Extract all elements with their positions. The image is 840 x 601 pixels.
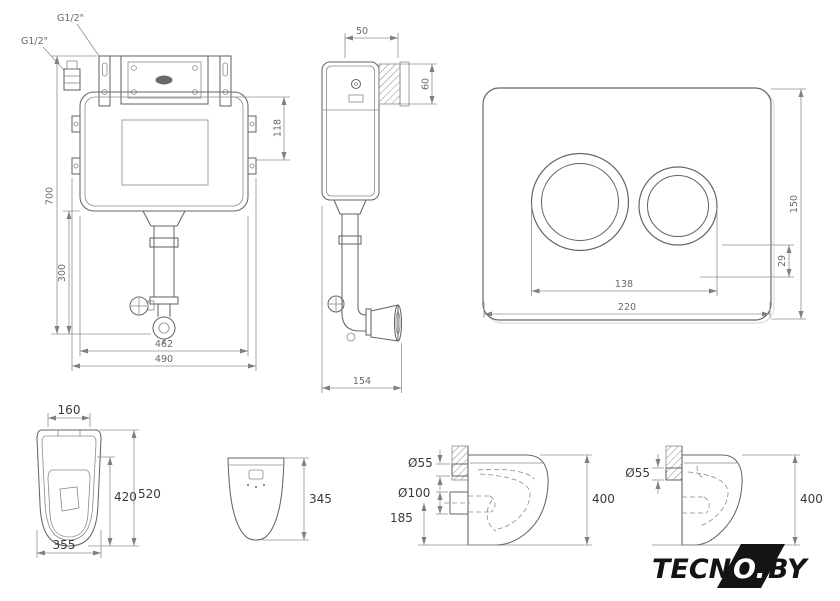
bowl-rim (47, 469, 91, 538)
wall-hatch (378, 63, 401, 105)
dim-29-label: 29 (777, 255, 788, 267)
logo-text-right: BY (768, 554, 809, 585)
dim-220: 220 (483, 302, 771, 318)
cistern-side-body (321, 61, 410, 201)
dim-345-label: 345 (309, 492, 332, 506)
cistern-tank (63, 60, 257, 212)
dim-400-wall-label: 400 (800, 492, 823, 506)
dim-154: 154 (321, 206, 402, 393)
dim-400-wall: 400 (742, 454, 823, 546)
dim-d55-wall: Ø55 (625, 454, 664, 494)
cistern-side-view: 50 60 154 (321, 26, 437, 393)
flush-inlet-detail (248, 469, 264, 480)
small-flush-button-inner (646, 174, 710, 238)
brand-logo: TECN O. BY (652, 544, 809, 588)
dim-700: 700 (45, 55, 151, 335)
dim-490-label: 490 (155, 354, 173, 365)
dim-520: 520 (88, 429, 161, 547)
bowl-side-floor-view: Ø55 Ø100 185 400 (390, 445, 615, 546)
dim-154-label: 154 (353, 376, 371, 387)
bowl-inner-outline (41, 435, 97, 541)
dim-185-label: 185 (390, 511, 413, 525)
cistern-front-view: G1/2" G1/2" (21, 13, 290, 371)
flush-pipe-assembly (129, 210, 186, 344)
dim-150-label: 150 (789, 195, 800, 213)
dim-300: 300 (57, 210, 80, 334)
dim-462: 462 (79, 216, 249, 356)
bowl-front-view: 345 (227, 457, 332, 541)
dim-355-label: 355 (53, 538, 76, 552)
dim-700-label: 700 (45, 187, 56, 205)
dim-355: 355 (36, 530, 102, 558)
dim-462-label: 462 (155, 339, 173, 350)
logo-slash (717, 544, 785, 588)
wall-hatch (451, 445, 469, 481)
trap-opening (59, 486, 80, 512)
dim-160-label: 160 (58, 403, 81, 417)
bowl-top-view: 160 420 520 355 (36, 403, 161, 558)
flush-plate-view: 150 29 138 220 (482, 87, 806, 324)
bowl-front-outline (227, 457, 285, 541)
dim-520-label: 520 (138, 487, 161, 501)
dim-185: 185 (390, 503, 427, 545)
bowl-side-outline (681, 454, 743, 546)
dim-490: 490 (71, 178, 257, 371)
bowl-side-wall-view: Ø55 400 (625, 445, 823, 546)
bowl-side-outline (467, 454, 549, 546)
dim-138-label: 138 (615, 279, 633, 290)
dim-50-label: 50 (356, 26, 368, 37)
inlet-top-label: G1/2" (57, 13, 84, 24)
inlet-top-leader (76, 23, 100, 57)
dim-d100: Ø100 (398, 486, 448, 515)
dim-300-label: 300 (57, 264, 68, 282)
dim-29: 29 (700, 244, 794, 278)
dim-150: 150 (771, 88, 806, 320)
dim-160: 160 (47, 403, 91, 427)
small-flush-button (638, 166, 718, 246)
dim-60-label: 60 (421, 78, 432, 90)
dim-d55-label: Ø55 (408, 456, 433, 470)
dim-420: 420 (97, 456, 137, 546)
dim-118-label: 118 (273, 119, 284, 137)
large-flush-button-inner (540, 162, 620, 242)
dim-138: 138 (531, 204, 718, 296)
logo-text-left: TECN (652, 554, 732, 585)
dim-400-floor: 400 (540, 454, 615, 546)
bowl-outline (36, 429, 102, 547)
side-flush-pipe (327, 199, 403, 342)
mounting-frame (98, 55, 232, 107)
dim-118: 118 (231, 96, 290, 161)
dim-420-label: 420 (114, 490, 137, 504)
inlet-side-label: G1/2" (21, 36, 48, 47)
dim-400-floor-label: 400 (592, 492, 615, 506)
dim-345: 345 (262, 457, 332, 541)
dim-50: 50 (344, 26, 399, 58)
inlet-side-leader (42, 46, 65, 71)
wall-hatch (665, 445, 683, 481)
dim-60: 60 (400, 63, 437, 105)
dim-d55-floor: Ø55 (408, 450, 450, 490)
large-flush-button (530, 152, 630, 252)
dim-d55-wall-label: Ø55 (625, 466, 650, 480)
dim-220-label: 220 (618, 302, 636, 313)
logo-text-middle: O. (733, 554, 766, 585)
dim-d100-label: Ø100 (398, 486, 430, 500)
